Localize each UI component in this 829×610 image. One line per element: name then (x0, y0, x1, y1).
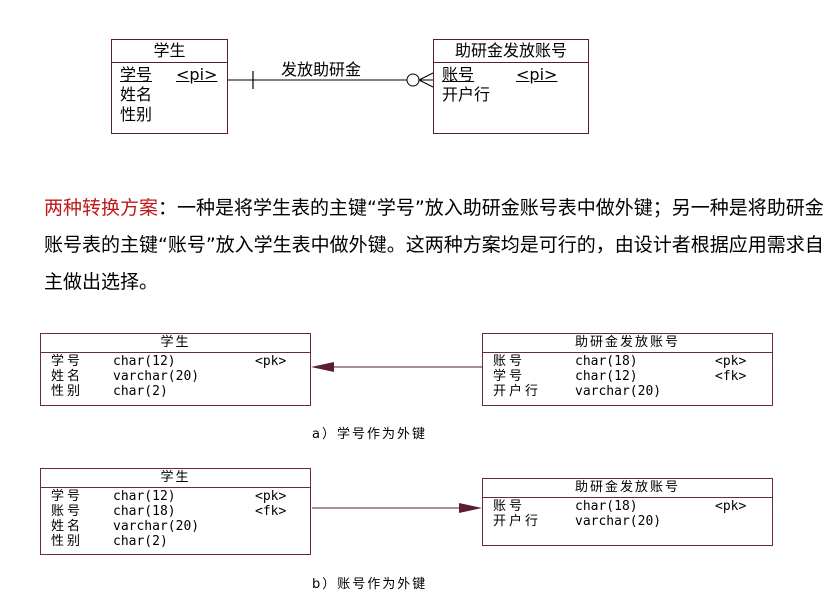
column-type: char(18) (113, 504, 176, 519)
er-attr-key: <pi> (176, 65, 218, 84)
column-type: varchar(20) (575, 514, 662, 529)
er-student-attr-id: 学号 <pi> (120, 65, 219, 85)
scheme-a-caption: a）学号作为外键 (312, 427, 427, 442)
column-name: 账号 (493, 354, 526, 369)
scheme-b-account-table: 助研金发放账号 账号 char(18) <pk> 开户行 varchar(20) (482, 478, 773, 546)
column-name: 学号 (51, 489, 84, 504)
er-crowfoot-bottom (418, 79, 434, 88)
table-row: 姓名 varchar(20) (51, 369, 300, 384)
table-row: 学号 char(12) <pk> (51, 354, 300, 369)
er-student-attr-gender: 性别 (120, 105, 153, 124)
er-student-title: 学生 (112, 40, 227, 63)
column-name: 开户行 (493, 514, 542, 529)
column-type: char(18) (575, 354, 638, 369)
column-type: char(12) (113, 489, 176, 504)
table-title: 助研金发放账号 (483, 479, 772, 498)
table-row: 性别 char(2) (51, 384, 300, 399)
er-optional-circle (406, 73, 420, 87)
er-attr-key: <pi> (516, 65, 558, 84)
column-type: char(18) (575, 499, 638, 514)
column-key: <fk> (255, 504, 287, 519)
table-row: 账号 char(18) <fk> (51, 504, 300, 519)
column-name: 姓名 (51, 519, 84, 534)
paragraph-highlight: 两种转换方案 (44, 197, 159, 219)
er-attr-name: 账号 (442, 65, 475, 84)
er-crowfoot-top (418, 72, 434, 81)
column-name: 账号 (51, 504, 84, 519)
explanation-paragraph: 两种转换方案：一种是将学生表的主键“学号”放入助研金账号表中做外键；另一种是将助… (44, 190, 824, 301)
column-type: char(12) (575, 369, 638, 384)
column-key: <pk> (255, 354, 287, 369)
paragraph-text: ：一种是将学生表的主键“学号”放入助研金账号表中做外键；另一种是将助研金账号表的… (44, 197, 824, 293)
er-account-entity: 助研金发放账号 账号 <pi> 开户行 (433, 39, 589, 134)
column-name: 性别 (51, 384, 84, 399)
column-key: <pk> (715, 499, 747, 514)
scheme-a-account-table: 助研金发放账号 账号 char(18) <pk> 学号 char(12) <fk… (482, 333, 773, 406)
er-student-attr-name: 姓名 (120, 85, 153, 104)
er-relationship-label: 发放助研金 (281, 60, 362, 79)
column-name: 姓名 (51, 369, 84, 384)
table-title: 助研金发放账号 (483, 334, 772, 353)
er-account-attr-no: 账号 <pi> (442, 65, 580, 85)
scheme-b-student-table: 学生 学号 char(12) <pk> 账号 char(18) <fk> 姓名 … (40, 468, 311, 555)
table-title: 学生 (41, 334, 310, 353)
column-type: varchar(20) (113, 519, 200, 534)
column-type: char(12) (113, 354, 176, 369)
er-account-attr-bank: 开户行 (442, 85, 491, 104)
table-row: 开户行 varchar(20) (493, 514, 762, 529)
column-type: char(2) (113, 534, 168, 549)
scheme-b-arrowhead (459, 503, 482, 513)
column-key: <pk> (715, 354, 747, 369)
table-row: 性别 char(2) (51, 534, 300, 549)
er-student-entity: 学生 学号 <pi> 姓名 性别 (111, 39, 228, 134)
column-type: varchar(20) (113, 369, 200, 384)
scheme-b-caption: b）账号作为外键 (312, 577, 428, 592)
scheme-a-arrowhead (311, 362, 334, 372)
column-type: char(2) (113, 384, 168, 399)
er-attr-name: 学号 (120, 65, 153, 84)
er-account-title: 助研金发放账号 (434, 40, 588, 63)
table-row: 姓名 varchar(20) (51, 519, 300, 534)
table-row: 账号 char(18) <pk> (493, 499, 762, 514)
column-name: 学号 (51, 354, 84, 369)
column-name: 开户行 (493, 384, 542, 399)
table-row: 学号 char(12) <pk> (51, 489, 300, 504)
scheme-a-student-table: 学生 学号 char(12) <pk> 姓名 varchar(20) 性别 ch… (40, 333, 311, 406)
column-key: <fk> (715, 369, 747, 384)
column-type: varchar(20) (575, 384, 662, 399)
table-title: 学生 (41, 469, 310, 488)
table-row: 学号 char(12) <fk> (493, 369, 762, 384)
column-name: 账号 (493, 499, 526, 514)
table-row: 开户行 varchar(20) (493, 384, 762, 399)
column-key: <pk> (255, 489, 287, 504)
column-name: 性别 (51, 534, 84, 549)
table-row: 账号 char(18) <pk> (493, 354, 762, 369)
column-name: 学号 (493, 369, 526, 384)
